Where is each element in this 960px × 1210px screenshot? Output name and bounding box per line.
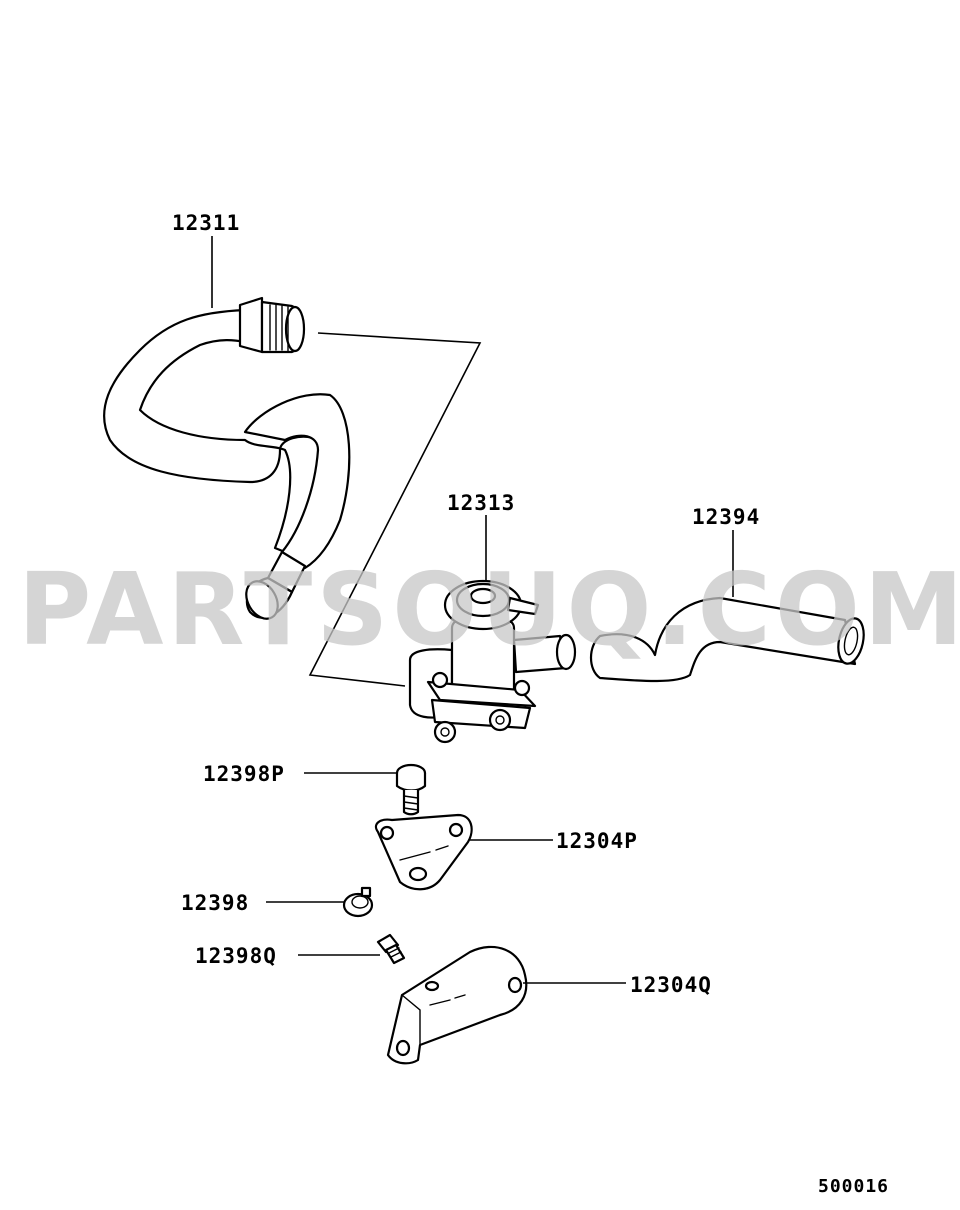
label-12313[interactable]: 12313 [447,491,515,515]
label-12398Q[interactable]: 12398Q [195,944,277,968]
leader-lines [211,236,734,984]
nut-12398[interactable] [342,886,374,918]
bracket-12304Q[interactable] [386,945,528,1065]
valve-12313[interactable] [408,579,577,744]
hose-12311[interactable] [103,296,351,624]
label-12398[interactable]: 12398 [181,891,249,915]
label-12304Q[interactable]: 12304Q [630,973,712,997]
label-12311[interactable]: 12311 [172,211,240,235]
assembly-outline [308,332,482,687]
watermark: PARTSOUQ.COM [18,551,960,668]
label-12394[interactable]: 12394 [692,505,760,529]
bolt-12398Q[interactable] [376,933,406,965]
hose-12394[interactable] [589,596,868,683]
bolt-12398P[interactable] [395,763,427,816]
label-12398P[interactable]: 12398P [203,762,285,786]
plate-12304P[interactable] [374,813,473,891]
label-12304P[interactable]: 12304P [556,829,638,853]
diagram-code: 500016 [818,1176,889,1197]
